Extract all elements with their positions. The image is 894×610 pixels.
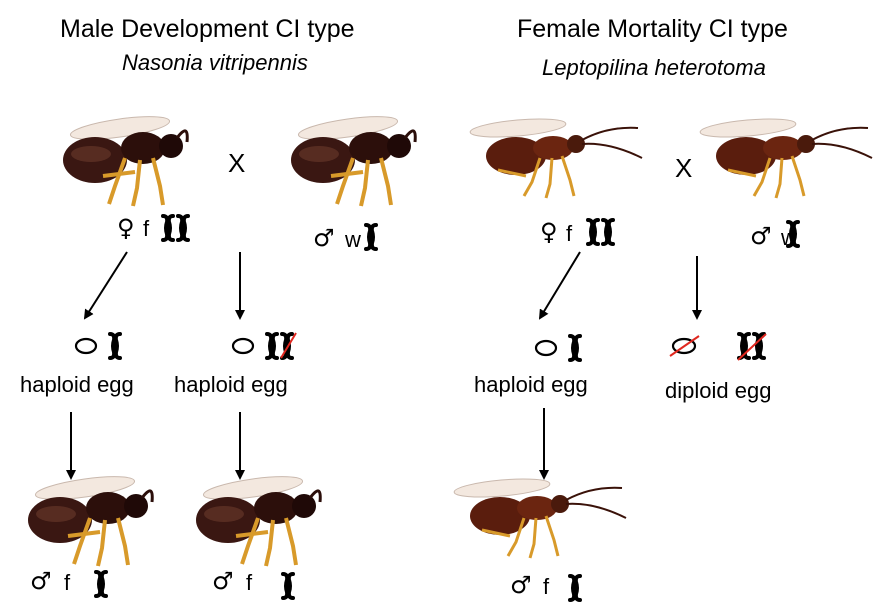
chromosome-icon (283, 574, 293, 598)
egg-icon (76, 339, 96, 353)
arrow-female-to-egg-right (540, 252, 580, 318)
right-male-wasp-icon (699, 116, 872, 198)
right-female-wasp-icon (469, 116, 642, 198)
chromosome-icon (788, 222, 798, 246)
egg-icon (233, 339, 253, 353)
left-male-wasp-icon (291, 112, 415, 206)
chromosome-icon (110, 334, 120, 358)
arrow-female-to-egg-left (85, 252, 127, 318)
chromosome-icon (588, 220, 598, 244)
chromosome-icon (366, 225, 376, 249)
offspring-wasp-icon (196, 472, 320, 566)
chromosome-icon (570, 336, 580, 360)
chromosome-icon (267, 334, 277, 358)
chromosome-icon (570, 576, 580, 600)
chromosome-icon (178, 216, 188, 240)
left-female-wasp-icon (63, 112, 187, 206)
chromosome-icon (96, 572, 106, 596)
chromosome-icon (603, 220, 613, 244)
offspring-wasp-icon (28, 472, 152, 566)
chromosome-icon (163, 216, 173, 240)
egg-icon (536, 341, 556, 355)
offspring-wasp-icon (453, 476, 626, 558)
